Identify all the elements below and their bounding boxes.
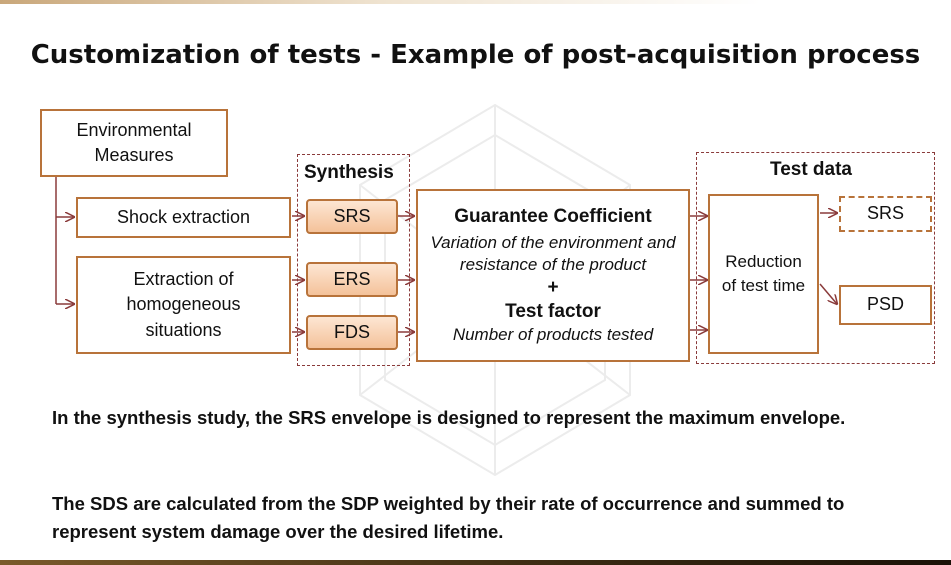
synthesis-label: Synthesis <box>304 162 394 183</box>
guarantee-coefficient-box: Guarantee Coefficient Variation of the e… <box>416 189 690 362</box>
homogeneous-extraction-box: Extraction of homogeneous situations <box>76 256 291 354</box>
arrow-to-out-psd <box>819 283 837 304</box>
srs-label: SRS <box>333 206 371 226</box>
test-factor-description: Number of products tested <box>452 325 654 345</box>
homogeneous-extraction-label: Extraction of homogeneous situations <box>126 269 241 340</box>
srs-block: SRS <box>306 199 398 234</box>
plus-sign: + <box>547 276 559 298</box>
paragraph-synthesis: In the synthesis study, the SRS envelope… <box>52 407 846 428</box>
ers-block: ERS <box>306 262 398 297</box>
reduction-label: Reduction of test time <box>721 252 806 295</box>
guarantee-title: Guarantee Coefficient <box>454 205 652 227</box>
paragraph-sds: The SDS are calculated from the SDP weig… <box>52 493 845 542</box>
page-title: Customization of tests - Example of post… <box>30 40 921 70</box>
bottom-accent-bar <box>0 560 951 565</box>
shock-extraction-label: Shock extraction <box>116 206 251 227</box>
shock-extraction-box: Shock extraction <box>76 197 291 238</box>
guarantee-description: Variation of the environment and resista… <box>430 233 676 274</box>
environmental-measures-label: Environmental Measures <box>76 119 192 165</box>
output-psd-label: PSD <box>866 294 904 315</box>
output-srs-box: SRS <box>839 196 932 232</box>
top-accent-bar <box>0 0 951 4</box>
test-data-label: Test data <box>770 159 853 180</box>
test-factor-title: Test factor <box>505 301 601 323</box>
output-srs-label: SRS <box>866 203 904 224</box>
fds-label: FDS <box>334 322 370 342</box>
reduction-box: Reduction of test time <box>708 194 819 354</box>
environmental-measures-box: Environmental Measures <box>40 109 228 177</box>
synthesis-group <box>297 154 410 366</box>
ers-label: ERS <box>333 269 371 289</box>
output-psd-box: PSD <box>839 285 932 325</box>
fds-block: FDS <box>306 315 398 350</box>
test-data-group <box>696 152 935 364</box>
